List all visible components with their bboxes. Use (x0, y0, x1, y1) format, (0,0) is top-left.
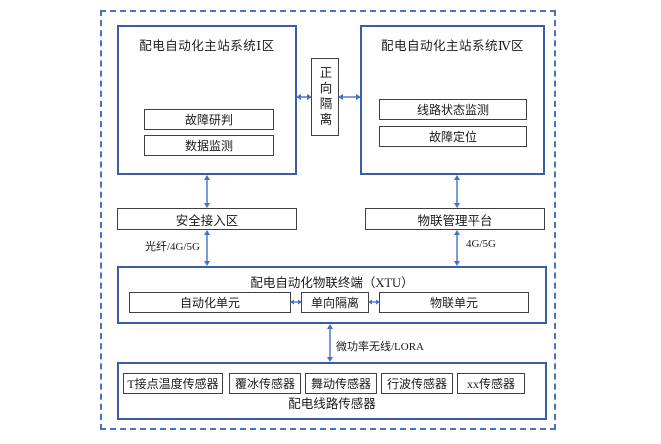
zone1-fault-judgment-box: 故障研判 (144, 109, 274, 130)
secure-access-zone-box: 安全接入区 (117, 208, 297, 230)
arrow-isolation-zone4 (338, 94, 361, 100)
sensor-galloping: 舞动传感器 (305, 373, 377, 394)
arrow-zone1-isolation (296, 94, 312, 100)
link-label-fiber: 光纤/4G/5G (145, 241, 200, 253)
sensor-t-joint-temperature: T接点温度传感器 (123, 373, 223, 394)
arrow-automation-isolation (290, 299, 302, 305)
arrow-isolation-iot-unit (368, 299, 380, 305)
zone4-line-status-box: 线路状态监测 (379, 99, 527, 120)
iot-unit-box: 物联单元 (379, 292, 529, 313)
arrow-xtu-sensors (327, 324, 333, 362)
system-boundary-dashed (100, 10, 556, 430)
xtu-terminal-box: 配电自动化物联终端（XTU） 自动化单元 单向隔离 物联单元 (117, 266, 547, 324)
xtu-title: 配电自动化物联终端（XTU） (250, 276, 414, 290)
zone4-title: 配电自动化主站系统Ⅳ区 (381, 39, 524, 53)
link-label-wireless-lora: 微功率无线/LORA (336, 341, 424, 353)
forward-isolation-box: 正向隔离 (311, 58, 339, 136)
arrow-secure-access-xtu (204, 230, 210, 266)
zone1-data-monitoring-box: 数据监测 (144, 135, 274, 156)
iot-management-platform-box: 物联管理平台 (365, 208, 545, 230)
sensor-icing: 覆冰传感器 (229, 373, 301, 394)
zone4-fault-location-box: 故障定位 (379, 126, 527, 147)
zone4-box: 配电自动化主站系统Ⅳ区 线路状态监测 故障定位 (360, 25, 545, 175)
automation-unit-box: 自动化单元 (129, 292, 291, 313)
zone1-box: 配电自动化主站系统Ⅰ区 故障研判 数据监测 (117, 25, 297, 175)
one-way-isolation-box: 单向隔离 (301, 292, 369, 313)
arrow-iot-platform-xtu (454, 230, 460, 266)
sensor-traveling-wave: 行波传感器 (381, 373, 453, 394)
sensors-title: 配电线路传感器 (288, 397, 376, 411)
zone1-title: 配电自动化主站系统Ⅰ区 (139, 39, 275, 53)
sensor-xx: xx传感器 (457, 373, 525, 394)
arrow-zone4-iot-platform (454, 175, 460, 208)
line-sensors-box: T接点温度传感器 覆冰传感器 舞动传感器 行波传感器 xx传感器 配电线路传感器 (117, 362, 547, 420)
link-label-4g5g: 4G/5G (466, 238, 496, 250)
arrow-zone1-secure-access (204, 175, 210, 208)
